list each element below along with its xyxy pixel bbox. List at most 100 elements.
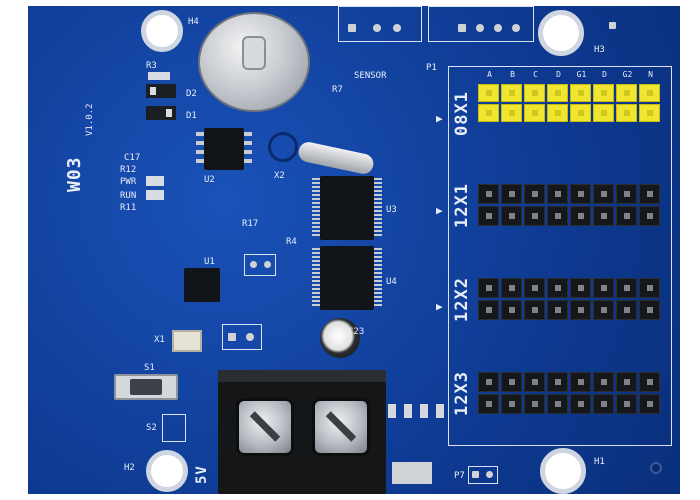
pin-header-12x3[interactable] — [476, 370, 662, 416]
ref-p1: P1 — [426, 63, 437, 73]
pin — [593, 184, 614, 204]
ref-u2: U2 — [204, 175, 215, 185]
pin — [570, 206, 591, 226]
header-j5 — [222, 324, 262, 350]
top-pad — [494, 24, 502, 32]
ic-pins — [312, 178, 320, 238]
ref-x1: X1 — [154, 335, 165, 345]
pin — [547, 394, 568, 414]
resistor — [148, 72, 170, 80]
ref-s2: S2 — [146, 423, 157, 433]
connector-area-outline — [448, 66, 672, 446]
ref-h3: H3 — [594, 45, 605, 55]
connector-label-12x1: 12X1 — [452, 183, 472, 228]
top-pad — [373, 24, 381, 32]
ref-u3: U3 — [386, 205, 397, 215]
pin — [547, 84, 568, 102]
ic-pins — [244, 132, 252, 166]
circuit-board: H4 H3 H2 H1 W03 V1.0.2 SENSOR P1 D2 D1 R… — [28, 6, 680, 494]
pin — [593, 206, 614, 226]
pin — [501, 184, 522, 204]
pin — [570, 84, 591, 102]
top-pad — [348, 24, 356, 32]
ref-r12: R12 — [120, 165, 137, 175]
pin — [593, 372, 614, 392]
top-pad — [458, 24, 466, 32]
top-connector-outline-left — [338, 6, 422, 42]
ref-u1: U1 — [204, 257, 215, 267]
pin — [524, 104, 545, 122]
sensor-label: SENSOR — [354, 71, 387, 81]
pin — [478, 184, 499, 204]
pin1-arrow: ▶ — [436, 112, 443, 125]
push-button-s1-cap[interactable] — [130, 379, 162, 395]
pin — [616, 278, 637, 298]
ic-u2 — [204, 128, 244, 170]
connector-label-12x3: 12X3 — [452, 371, 472, 416]
ic-pins — [312, 248, 320, 308]
fiducial — [650, 462, 662, 474]
terminal-block-top-rail — [218, 370, 386, 382]
top-pad — [512, 24, 520, 32]
ref-c17: C17 — [124, 153, 141, 163]
connector-label-08x1: 08X1 — [452, 91, 472, 136]
pin — [593, 300, 614, 320]
battery-clip — [242, 36, 266, 70]
pin — [616, 184, 637, 204]
ref-r3: R3 — [146, 61, 157, 71]
ic-large-bottom — [320, 246, 374, 310]
led-run — [146, 190, 164, 200]
pin — [639, 184, 660, 204]
version-label: V1.0.2 — [85, 103, 95, 136]
mounting-hole-h2 — [146, 450, 188, 492]
ref-r4: R4 — [286, 237, 297, 247]
pin1-arrow: ▶ — [436, 204, 443, 217]
pin — [639, 206, 660, 226]
pin-letter: N — [648, 70, 653, 79]
pin-header-12x1[interactable] — [476, 182, 662, 228]
pin — [478, 372, 499, 392]
connector-label-12x2: 12X2 — [452, 277, 472, 322]
electrolytic-capacitor — [320, 318, 360, 358]
ref-h4: H4 — [188, 17, 199, 27]
pin-header-12x2[interactable] — [476, 276, 662, 322]
pin — [524, 278, 545, 298]
pin — [547, 206, 568, 226]
pin — [501, 206, 522, 226]
pwr-label: PWR — [120, 177, 137, 187]
pin — [616, 84, 637, 102]
pin — [547, 278, 568, 298]
ref-c23: C23 — [348, 327, 365, 337]
pin — [501, 104, 522, 122]
top-pad — [393, 24, 401, 32]
mounting-hole-h4 — [141, 10, 183, 52]
pin-letter: A — [487, 70, 492, 79]
mounting-hole-h3 — [538, 10, 584, 56]
pin1-arrow: ▶ — [436, 300, 443, 313]
pin-header-08x1[interactable] — [476, 82, 662, 124]
pin — [478, 300, 499, 320]
pin — [501, 84, 522, 102]
pin — [547, 372, 568, 392]
pin — [524, 372, 545, 392]
top-connector-outline-right — [428, 6, 534, 42]
pin — [524, 84, 545, 102]
mounting-hole-h1 — [540, 448, 586, 494]
pin-letter: C — [533, 70, 538, 79]
ic-large-top — [320, 176, 374, 240]
pad — [246, 333, 254, 341]
pad-row — [388, 404, 448, 418]
pin — [616, 206, 637, 226]
pin — [524, 394, 545, 414]
pin — [570, 104, 591, 122]
pad-s2 — [162, 414, 186, 442]
ref-r11: R11 — [120, 203, 137, 213]
crystal-x1 — [172, 330, 202, 352]
pin — [570, 278, 591, 298]
voltage-label: 5V — [194, 465, 210, 484]
ref-x2: X2 — [274, 171, 285, 181]
ic-pins — [374, 248, 382, 308]
pin — [547, 184, 568, 204]
pad — [250, 261, 257, 268]
ref-d2: D2 — [186, 89, 197, 99]
